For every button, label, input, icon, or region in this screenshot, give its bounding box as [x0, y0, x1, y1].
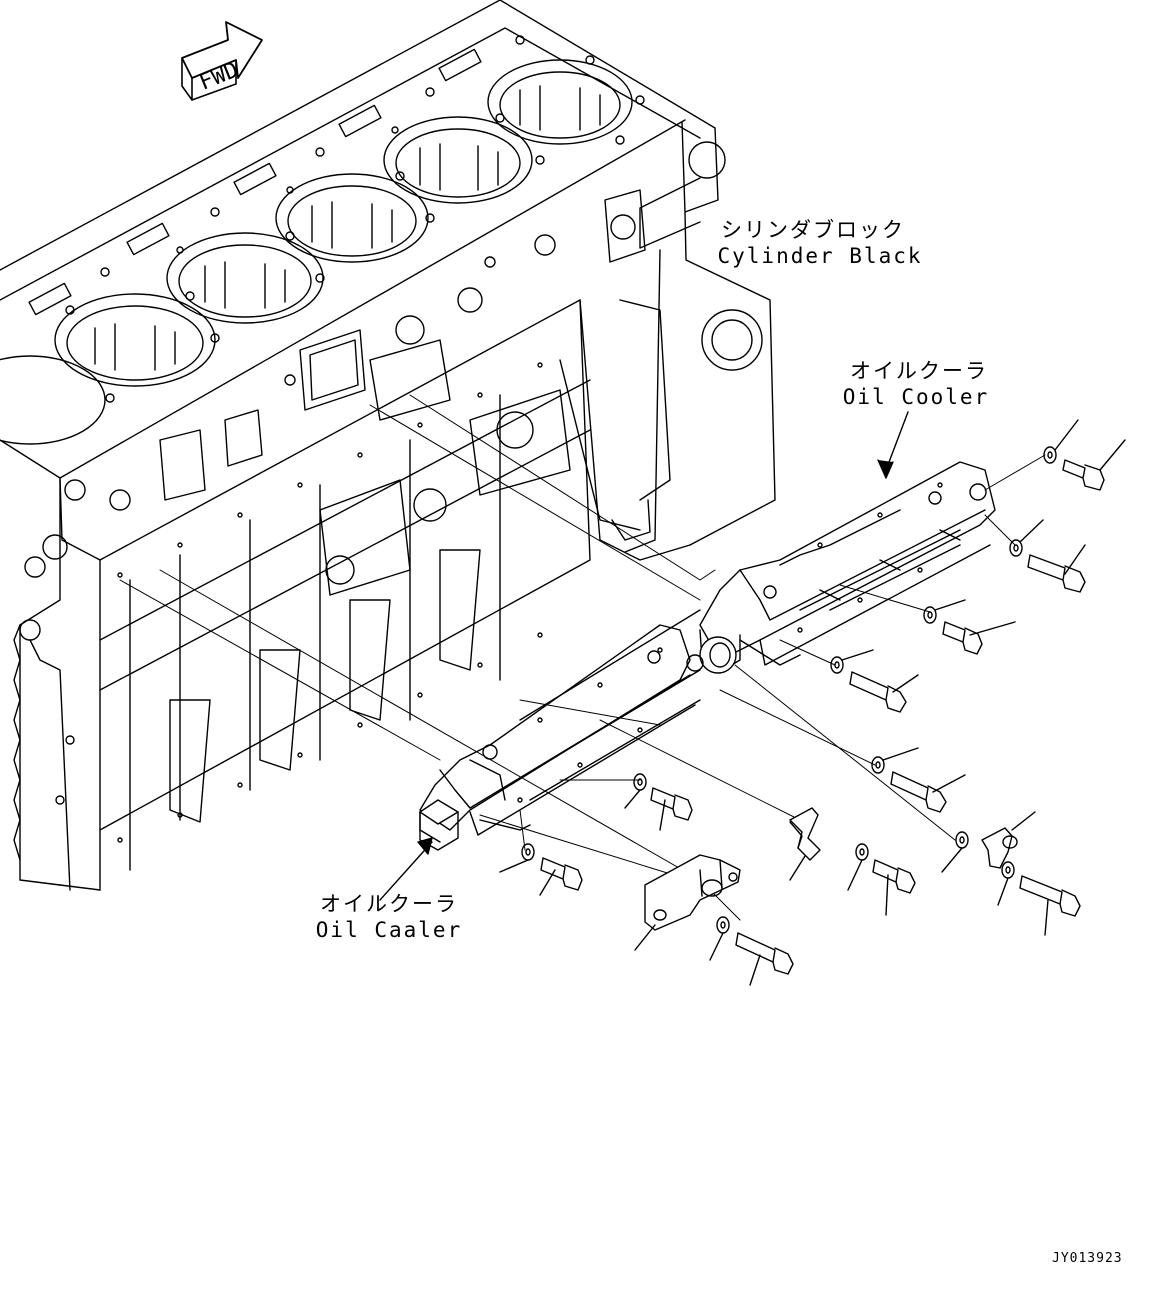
bracket-small-left	[790, 808, 820, 860]
brackets	[635, 808, 1035, 950]
cylinder-bore-5	[55, 294, 215, 386]
cylinder-bore-3	[276, 174, 428, 262]
washer	[924, 607, 936, 623]
washer	[956, 832, 968, 848]
bolt	[1020, 876, 1062, 904]
bolt	[736, 933, 775, 962]
bolt	[1028, 555, 1065, 580]
lower-bolts	[500, 774, 1080, 985]
cylinder-block	[0, 0, 775, 890]
bolt	[891, 772, 928, 800]
cylinder-bore-1	[488, 60, 632, 144]
bolt	[651, 788, 675, 809]
washer	[872, 757, 884, 773]
washer	[717, 917, 729, 933]
leader-lines	[380, 412, 908, 900]
bolt	[850, 672, 888, 700]
bracket-large	[645, 855, 740, 930]
upper-bolts	[831, 420, 1125, 812]
cylinder-bore-2	[384, 117, 532, 203]
oil-cooler-lower-label-jp: オイルクーラ	[320, 892, 458, 916]
washer	[522, 844, 534, 860]
oil-cooler-upper-label-en: Oil Cooler	[842, 385, 990, 409]
fwd-arrow-icon: FWD	[182, 22, 262, 100]
washer	[1044, 447, 1056, 463]
bolt	[541, 858, 565, 879]
washer	[1010, 540, 1022, 556]
cylinder-block-label-en: Cylinder Black	[717, 244, 923, 268]
bolt	[1063, 460, 1085, 478]
oil-cooler-upper-label-jp: オイルクーラ	[850, 359, 988, 383]
cylinder-block-label-jp: シリンダブロック	[721, 218, 905, 242]
cylinder-bore-4	[167, 233, 323, 323]
oil-cooler-lower-label-en: Oil Caaler	[315, 918, 463, 942]
bolt	[943, 622, 965, 642]
oil-cooler-lower	[420, 610, 703, 850]
bolt	[873, 860, 898, 882]
washer	[1002, 862, 1014, 878]
washer	[856, 844, 868, 860]
cylinder-bore-6	[0, 356, 105, 444]
drawing-code: JY013923	[1052, 1251, 1123, 1266]
oil-cooler-upper	[700, 462, 995, 673]
washer	[831, 657, 843, 673]
washer	[634, 774, 646, 790]
